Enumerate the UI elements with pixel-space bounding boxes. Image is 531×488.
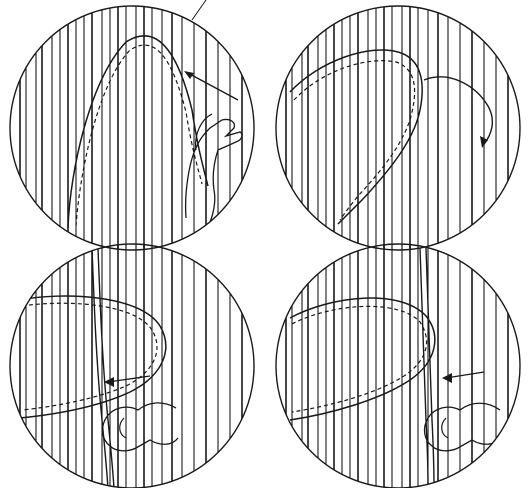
weft-loop-inner	[292, 306, 427, 412]
panel-4	[276, 236, 520, 488]
finger-line	[120, 418, 126, 438]
pull-arrowhead	[184, 71, 194, 79]
hand-icon	[425, 403, 500, 451]
weft-loop-inner	[76, 45, 202, 226]
loose-strand-2	[98, 248, 114, 488]
curved-arrow	[424, 77, 492, 144]
panel-border	[276, 244, 520, 488]
push-arrowhead	[442, 373, 452, 383]
weft-loop-inner	[294, 61, 415, 220]
panel-2	[276, 0, 520, 258]
panel-1	[10, 0, 254, 258]
panel-border	[10, 244, 254, 488]
panel-3	[10, 236, 254, 488]
warp-threads	[286, 0, 508, 258]
hand-icon	[103, 403, 178, 451]
finger-line	[442, 418, 448, 438]
panel-border	[10, 6, 254, 250]
weft-loop	[290, 298, 435, 420]
warp-threads	[286, 236, 508, 488]
panel-border	[276, 6, 520, 250]
weft-loop	[68, 36, 208, 228]
leader-line	[192, 0, 206, 20]
